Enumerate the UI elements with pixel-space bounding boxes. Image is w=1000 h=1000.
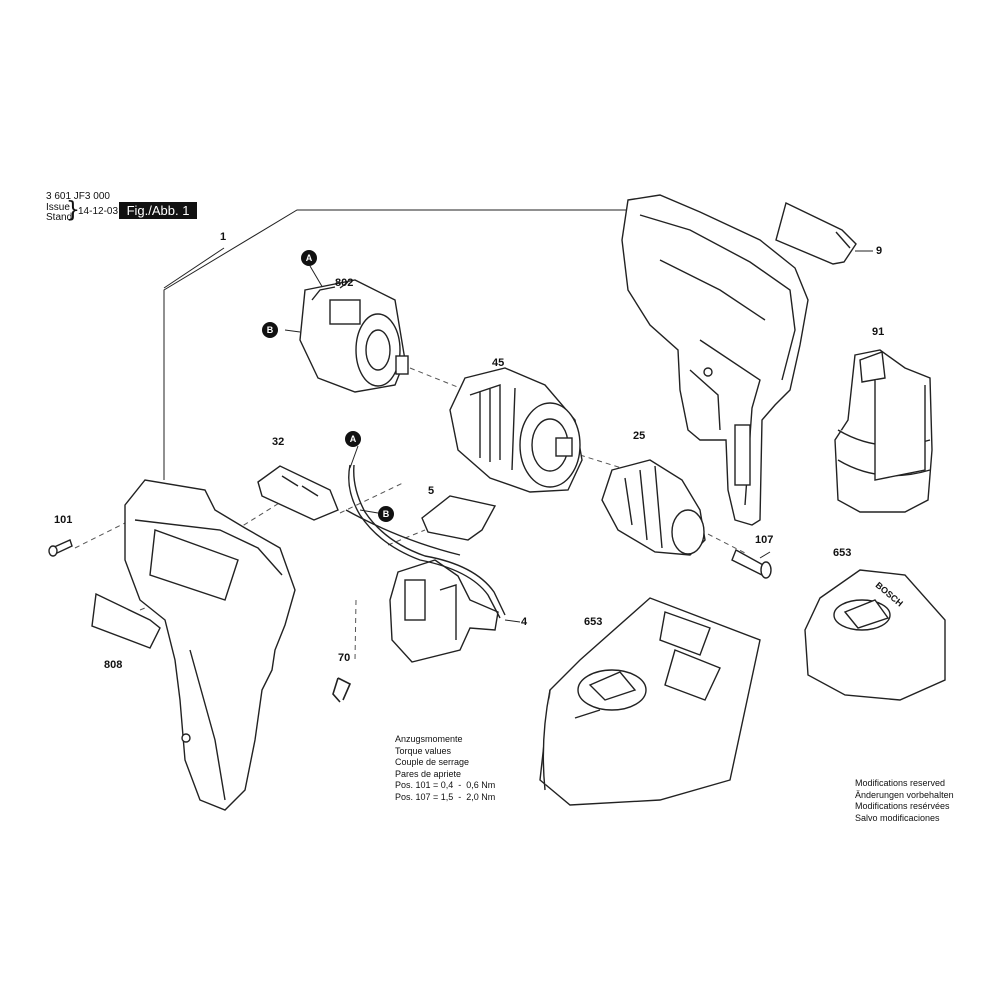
- torque-line-es: Pares de apriete: [395, 768, 462, 779]
- callout-802: 802: [335, 277, 354, 289]
- marker-b-motor: B: [262, 322, 278, 338]
- stand-label: Stand: [46, 212, 73, 223]
- callout-91: 91: [872, 326, 885, 338]
- callout-5: 5: [428, 485, 435, 497]
- chuck-part-25: [601, 459, 706, 556]
- callout-4: 4: [521, 616, 528, 628]
- charger-large-part-653: [539, 597, 761, 806]
- torque-line-fr: Couple de serrage: [395, 757, 470, 767]
- callout-9: 9: [876, 245, 883, 257]
- callout-70: 70: [338, 652, 351, 664]
- issue-date: 14-12-03: [78, 206, 119, 217]
- label-sticker-part-9: [775, 202, 857, 265]
- figure-label: Fig./Abb. 1: [119, 202, 197, 219]
- switch-button-part-32: [257, 465, 339, 521]
- marker-a-motor: A: [301, 250, 317, 266]
- modifications-line-de: Änderungen vorbehalten: [855, 789, 954, 800]
- grip-pad-part-808: [91, 592, 161, 649]
- modifications-note: Modifications reserved Änderungen vorbeh…: [855, 778, 954, 824]
- screw-part-107: [731, 549, 772, 579]
- callout-45: 45: [492, 357, 505, 369]
- housing-half: [621, 194, 809, 526]
- callout-653-small: 653: [833, 547, 852, 559]
- modifications-line-fr: Modifications resérvées: [855, 801, 950, 811]
- issue-label: Issue: [46, 202, 70, 213]
- torque-pos-101: Pos. 101 = 0,4 - 0,6 Nm: [395, 780, 496, 790]
- modifications-line-en: Modifications reserved: [855, 778, 946, 788]
- callout-808: 808: [104, 659, 123, 671]
- slide-part-5: [421, 495, 497, 541]
- assembly-leader-line: [163, 209, 626, 480]
- modifications-line-es: Salvo modificaciones: [855, 812, 940, 823]
- motor-part-802: [299, 279, 409, 393]
- clip-part-70: [332, 677, 352, 703]
- housing-half-left: [124, 479, 296, 811]
- callout-107: 107: [755, 534, 774, 546]
- charger-small-part-653: [804, 569, 946, 701]
- torque-line-en: Torque values: [395, 745, 452, 756]
- brace-icon: }: [66, 198, 80, 223]
- screw-part-101: [48, 539, 73, 557]
- callout-653-large: 653: [584, 616, 603, 628]
- callout-1: 1: [220, 231, 227, 243]
- part-number: 3 601 JF3 000: [46, 191, 110, 202]
- callout-25: 25: [633, 430, 646, 442]
- battery-part-91: [834, 349, 933, 513]
- callout-101: 101: [54, 514, 73, 526]
- torque-note: Anzugsmomente Torque values Couple de se…: [395, 734, 495, 803]
- wires: [345, 464, 506, 619]
- switch-module-part-4: [389, 559, 499, 663]
- callout-32: 32: [272, 436, 285, 448]
- torque-pos-107: Pos. 107 = 1,5 - 2,0 Nm: [395, 791, 496, 802]
- torque-line-de: Anzugsmomente: [395, 734, 463, 744]
- marker-a-wire: A: [345, 431, 361, 447]
- marker-b-wire: B: [378, 506, 394, 522]
- gearbox-part-45: [449, 367, 583, 493]
